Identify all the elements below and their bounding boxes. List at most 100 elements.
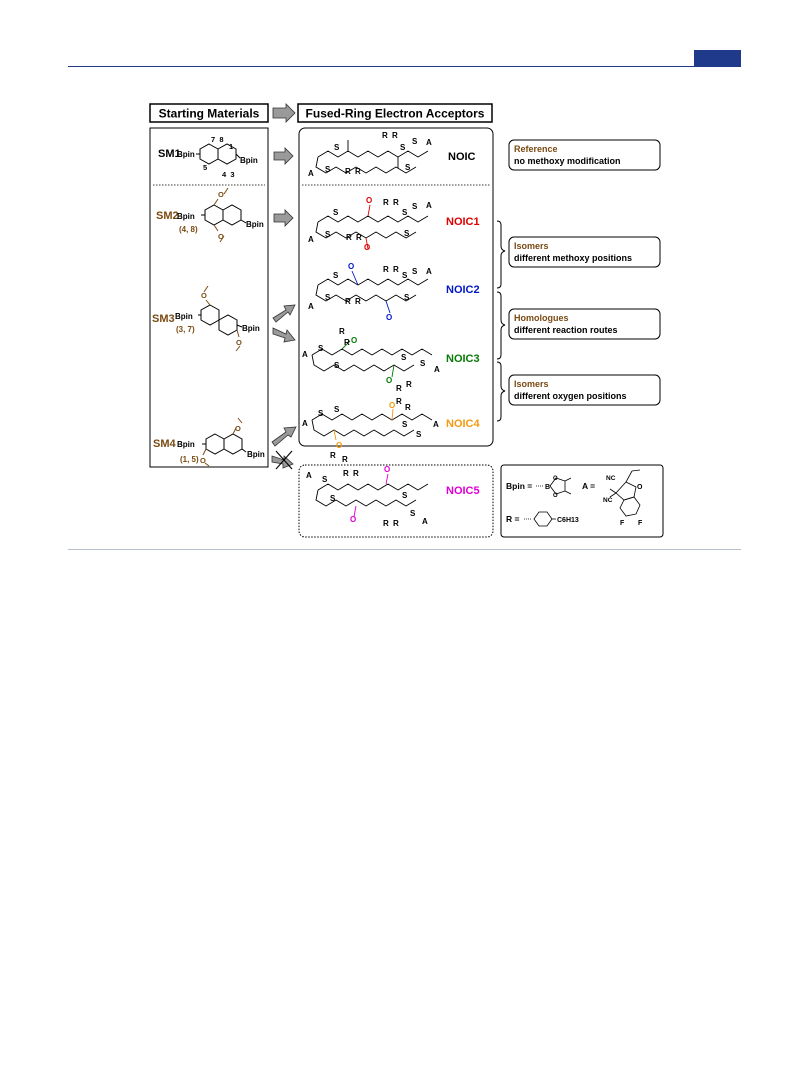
svg-text:different methoxy positions: different methoxy positions [514,253,632,263]
svg-text:R: R [383,519,389,528]
svg-text:S: S [318,409,324,418]
svg-text:A: A [308,169,314,178]
label-noic3: NOIC3 [446,353,480,365]
note-homologues: Homologues different reaction routes [508,308,661,340]
sm1-pos-right: 1 [229,142,233,151]
svg-text:R: R [356,233,362,242]
noic5-structure [315,473,429,518]
blocked-arrow [271,450,294,470]
label-noic2: NOIC2 [446,284,480,296]
svg-text:R: R [383,265,389,274]
note-reference: Reference no methoxy modification [508,139,661,171]
svg-text:R =: R = [506,514,520,524]
noic1-structure [315,204,429,250]
svg-text:Starting Materials: Starting Materials [159,107,260,121]
svg-text:S: S [412,267,418,276]
sm3-label: SM3 [152,313,175,325]
noic5-panel [298,464,494,538]
svg-text:S: S [405,163,411,172]
svg-text:O: O [350,515,356,524]
svg-text:R: R [342,455,348,464]
svg-text:A: A [426,138,432,147]
svg-text:O: O [364,243,370,252]
sm2-structure [201,187,247,243]
sm4-bpin-right: Bpin [247,450,265,459]
svg-text:O: O [553,476,558,482]
label-noic4: NOIC4 [446,418,481,430]
svg-text:S: S [416,430,422,439]
svg-text:R: R [383,198,389,207]
acceptors-header: Fused-Ring Electron Acceptors [297,103,493,123]
noic-structure [315,140,429,174]
noic2-structure [315,270,429,314]
svg-text:S: S [334,405,340,414]
svg-text:R: R [343,469,349,478]
arrow-sm3-up [272,304,296,323]
molecule-atom-labels: S S A R R R R S S S A S S A R R O O R R … [302,131,440,528]
sm2-positions: (4, 8) [179,225,198,234]
corner-tab [694,50,741,66]
sm3-methoxy-o-top: O [201,291,207,300]
svg-text:A: A [426,267,432,276]
svg-text:S: S [334,143,340,152]
svg-text:different oxygen positions: different oxygen positions [514,391,627,401]
svg-text:S: S [333,208,339,217]
sm1-pos-bottom: 4 3 [222,170,235,179]
svg-text:A: A [433,420,439,429]
svg-text:R: R [392,131,398,140]
svg-text:R: R [396,384,402,393]
svg-text:A: A [302,419,308,428]
svg-text:F: F [638,520,643,527]
svg-text:Reference: Reference [514,144,558,154]
footer-rule [68,549,741,550]
svg-text:S: S [400,143,406,152]
svg-text:R: R [355,297,361,306]
svg-text:Bpin =: Bpin = [506,481,532,491]
svg-text:A: A [302,350,308,359]
starting-materials-panel [149,127,269,468]
svg-text:F: F [620,520,625,527]
label-noic1: NOIC1 [446,216,480,228]
sm1-structure [196,143,241,165]
sm4-bpin-left: Bpin [177,440,195,449]
svg-text:O: O [348,262,354,271]
svg-text:S: S [412,137,418,146]
svg-text:R: R [344,338,350,347]
sm3-bpin-right: Bpin [242,324,260,333]
svg-text:O: O [386,313,392,322]
braces [496,220,506,422]
svg-text:A: A [306,471,312,480]
svg-text:S: S [401,353,407,362]
svg-text:R: R [406,380,412,389]
svg-text:R: R [382,131,388,140]
svg-text:NC: NC [606,475,616,482]
svg-text:A =: A = [582,481,595,491]
sm4-structure [202,417,247,467]
sm2-bpin-left: Bpin [177,212,195,221]
note-isomers-oxygen: Isomers different oxygen positions [508,374,661,406]
svg-text:R: R [345,297,351,306]
svg-text:S: S [412,202,418,211]
svg-text:C6H13: C6H13 [557,517,579,524]
svg-text:O: O [553,493,558,499]
svg-text:R: R [396,397,402,406]
svg-text:R: R [346,233,352,242]
svg-text:different reaction routes: different reaction routes [514,325,618,335]
svg-text:O: O [637,484,643,491]
sm2-methoxy-o-bottom: O [218,232,224,241]
svg-text:S: S [318,344,324,353]
svg-text:R: R [353,469,359,478]
svg-text:R: R [393,198,399,207]
svg-text:S: S [402,271,408,280]
svg-text:O: O [336,441,342,450]
svg-text:S: S [402,420,408,429]
svg-text:S: S [402,491,408,500]
header-rule [68,66,741,67]
label-noic: NOIC [448,151,476,163]
svg-text:S: S [325,293,331,302]
note-isomers-methoxy: Isomers different methoxy positions [508,236,661,268]
svg-text:NC: NC [603,497,613,504]
svg-text:A: A [308,235,314,244]
sm2-label: SM2 [156,210,179,222]
